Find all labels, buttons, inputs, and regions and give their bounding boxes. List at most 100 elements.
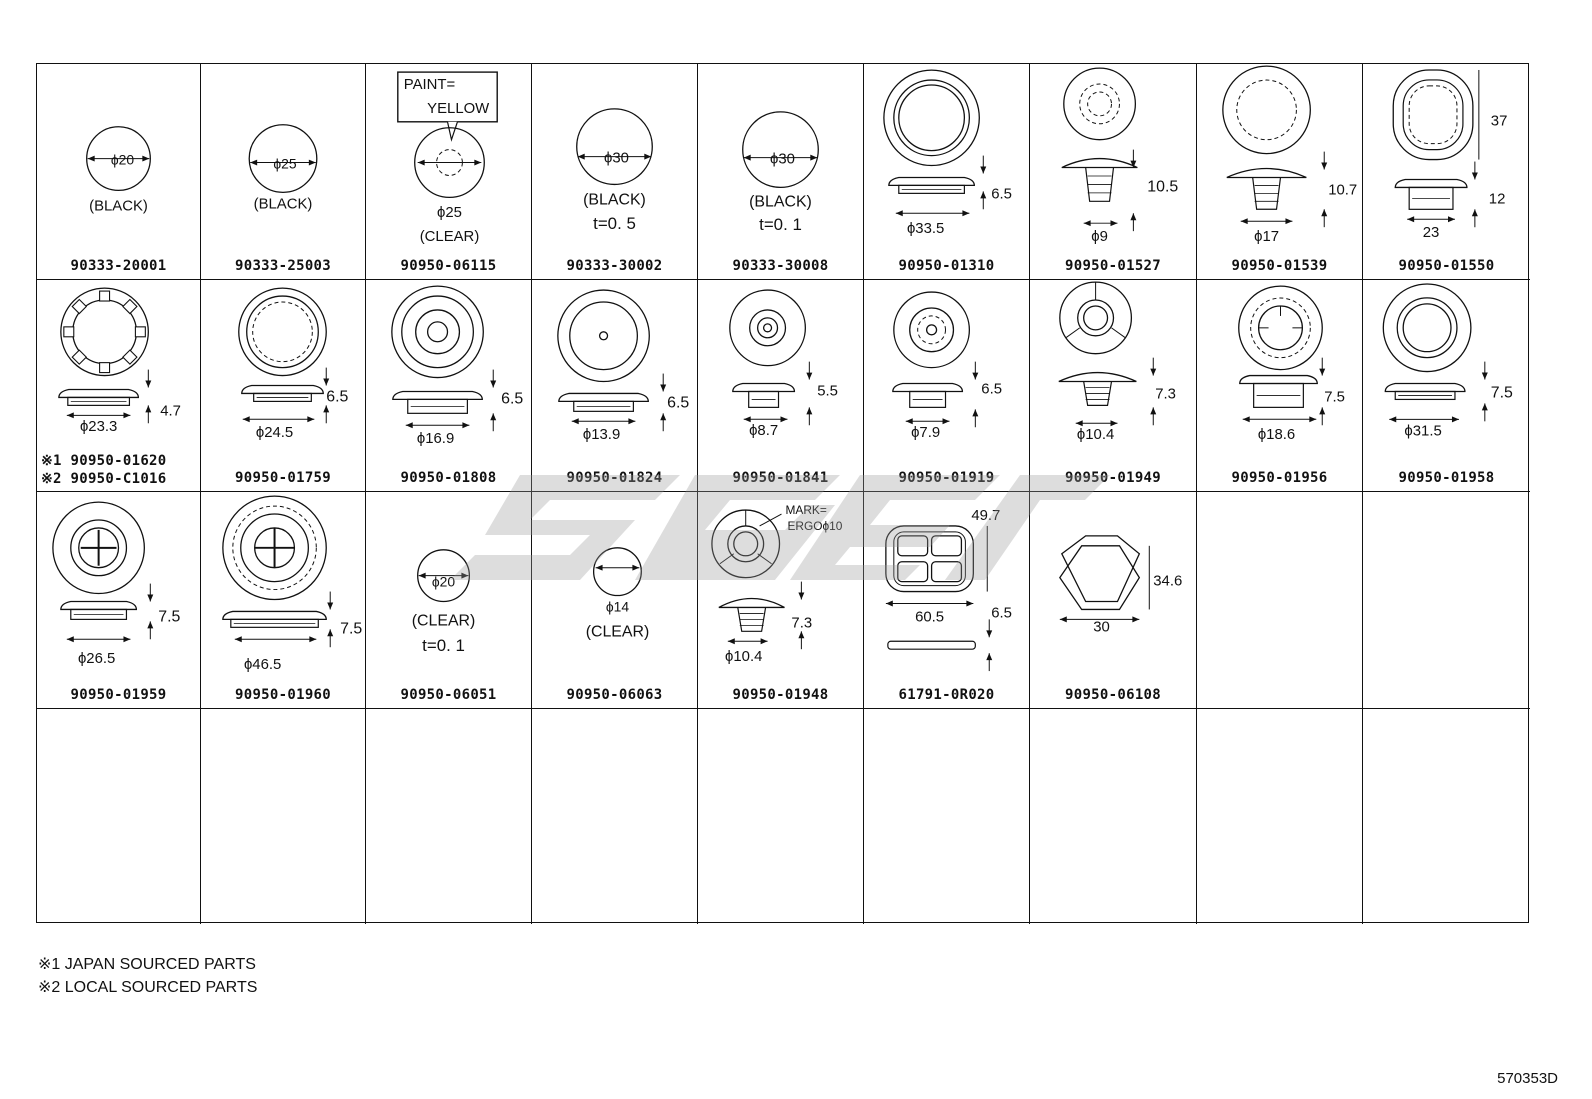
- dimension-label: ϕ26.5: [78, 651, 115, 667]
- dimension-label: ϕ7.9: [911, 425, 940, 441]
- empty-cell: [201, 709, 366, 924]
- part-number: 90950-01824: [566, 470, 663, 486]
- dimension-label: ϕ17: [1254, 229, 1279, 245]
- part-number: 90950-01948: [732, 687, 829, 703]
- part-drawing: ϕ30 (BLACK) t=0. 5: [576, 108, 653, 233]
- part-cell: 5.5 ϕ8.7 90950-01841: [698, 280, 864, 492]
- note-label: (BLACK): [583, 191, 646, 208]
- empty-cell: [698, 709, 864, 924]
- dimension-label: 34.6: [1153, 574, 1182, 590]
- note-label: t=0. 1: [759, 215, 802, 234]
- part-number: 90950-01550: [1398, 258, 1495, 274]
- part-drawing: 10.7 ϕ17: [1222, 65, 1357, 245]
- part-cell: 7.5 ϕ18.6 90950-01956: [1197, 280, 1363, 492]
- part-cell: 6.5 ϕ7.9 90950-01919: [864, 280, 1030, 492]
- dimension-label: ϕ20: [432, 574, 456, 590]
- part-number: 90950-01959: [70, 687, 167, 703]
- part-number-text: 90950-C1016: [70, 471, 167, 487]
- part-cell: 10.7 ϕ17 90950-01539: [1197, 64, 1363, 280]
- note-label: (CLEAR): [586, 623, 650, 640]
- part-drawing: 4.7 ϕ23.3: [58, 287, 181, 435]
- part-number: 61791-0R020: [898, 687, 995, 703]
- dimension-label: ϕ46.5: [244, 657, 281, 673]
- dimension-label: 37: [1491, 113, 1508, 130]
- part-drawing: 7.5 ϕ18.6: [1238, 285, 1345, 443]
- dimension-label: ϕ25: [437, 205, 462, 221]
- part-drawing: 6.5 ϕ7.9: [892, 291, 1002, 441]
- note-label: (CLEAR): [412, 612, 476, 629]
- dimension-label: ϕ8.7: [749, 423, 778, 439]
- part-number: 90950-01808: [400, 470, 497, 486]
- dimension-label: ϕ18.6: [1258, 427, 1295, 443]
- part-number-text: 90950-01620: [70, 453, 167, 469]
- callout-label: PAINT=: [404, 77, 455, 93]
- part-number: 90950-01527: [1064, 258, 1162, 274]
- part-number: 90950-01956: [1231, 470, 1328, 486]
- part-drawing: 6.5 ϕ33.5: [883, 69, 1012, 237]
- dimension-label: ϕ33.5: [907, 221, 944, 237]
- part-drawing: 34.6 30: [1059, 535, 1182, 635]
- part-number: 90950-01841: [732, 470, 829, 486]
- empty-cell: [1363, 492, 1530, 709]
- dimension-label: 30: [1093, 619, 1110, 635]
- dimension-label: ϕ23.3: [80, 419, 117, 435]
- dimension-label: 6.5: [991, 186, 1012, 202]
- dimension-label: ϕ10.4: [725, 649, 762, 665]
- dimension-label: ϕ10.4: [1077, 427, 1114, 443]
- part-number: 90333-30008: [732, 258, 829, 274]
- dimension-label: 7.3: [791, 615, 812, 631]
- dimension-label: 60.5: [915, 609, 944, 625]
- part-drawing: 10.5ϕ9: [1061, 67, 1178, 245]
- part-number-alt: ※2 90950-C1016: [41, 471, 200, 487]
- source-mark: ※2: [41, 471, 62, 487]
- dimension-label: 7.5: [1324, 389, 1345, 405]
- note-label: t=0. 5: [593, 214, 636, 233]
- part-cell: 34.6 30 90950-06108: [1030, 492, 1197, 709]
- dimension-label: ϕ9: [1091, 229, 1108, 245]
- dimension-label: 5.5: [817, 383, 838, 399]
- dimension-label: ϕ30: [604, 151, 629, 167]
- dimension-label: 6.5: [326, 388, 348, 405]
- empty-cell: [1197, 709, 1363, 924]
- part-cell: 6.5 ϕ13.9 90950-01824: [532, 280, 698, 492]
- dimension-label: 49.7: [971, 508, 1000, 524]
- part-number: 90950-01919: [898, 470, 995, 486]
- diagram-id: 570353D: [1497, 1070, 1558, 1087]
- part-number: 90950-01539: [1231, 258, 1328, 274]
- callout-label: MARK=: [785, 503, 826, 517]
- part-number: 90950-06108: [1064, 687, 1162, 703]
- part-drawing: 6.5 ϕ13.9: [557, 289, 689, 443]
- dimension-label: 10.7: [1328, 182, 1357, 198]
- empty-cell: [1197, 492, 1363, 709]
- dimension-label: 6.5: [981, 381, 1002, 397]
- dimension-label: 4.7: [160, 403, 181, 419]
- dimension-label: 6.5: [667, 394, 689, 411]
- dimension-label: ϕ30: [770, 152, 795, 168]
- empty-cell: [864, 709, 1030, 924]
- part-drawing: ϕ30(BLACK)t=0. 1: [742, 111, 819, 234]
- part-drawing: 5.5 ϕ8.7: [729, 289, 838, 439]
- part-cell: ϕ14(CLEAR)90950-06063: [532, 492, 698, 709]
- footnotes: ※1 JAPAN SOURCED PARTS ※2 LOCAL SOURCED …: [38, 953, 257, 999]
- dimension-label: ϕ13.9: [583, 427, 620, 443]
- part-cell: ϕ30(BLACK)t=0. 1 90333-30008: [698, 64, 864, 280]
- part-number: 90950-01960: [234, 687, 332, 703]
- dimension-label: ϕ16.9: [417, 431, 454, 447]
